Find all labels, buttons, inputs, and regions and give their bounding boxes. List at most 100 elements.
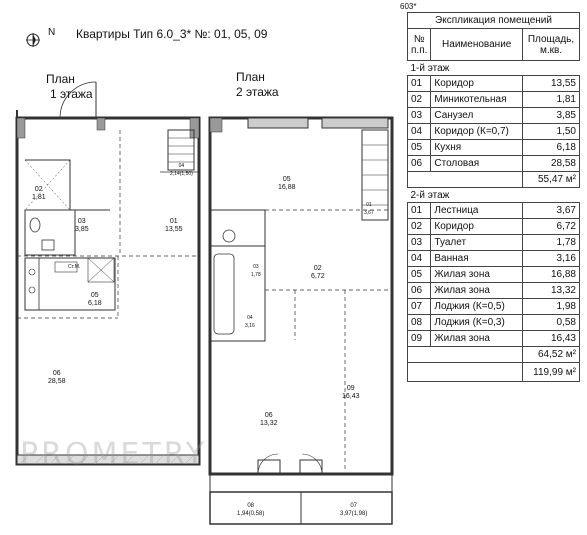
room-area: 1,81 bbox=[32, 194, 46, 201]
room-area: 6,18 bbox=[88, 300, 102, 307]
floor1-total: 55,47 м² bbox=[522, 171, 580, 188]
row-name: Миникотельная bbox=[430, 91, 523, 108]
row-name: Коридор (К=0,7) bbox=[430, 123, 523, 140]
room-area: 3,97(1,98) bbox=[340, 511, 368, 517]
row-num: 05 bbox=[406, 266, 432, 283]
floor2-section-title: 2-й этаж bbox=[410, 189, 450, 201]
appliance-label: Ст.М. bbox=[68, 264, 81, 270]
col-name-header: Наименование bbox=[430, 28, 523, 61]
row-name: Жилая зона bbox=[430, 330, 523, 347]
room-number: 07 bbox=[350, 503, 358, 509]
room-f2-01: 01 3,67 bbox=[364, 201, 374, 217]
row-name: Санузел bbox=[430, 107, 523, 124]
row-name: Жилая зона bbox=[430, 266, 523, 283]
room-f2-06: 06 13,32 bbox=[260, 412, 278, 428]
room-f1-02: 02 1,81 bbox=[32, 186, 46, 202]
row-area: 13,32 bbox=[522, 282, 580, 299]
room-area: 1,94(0,58) bbox=[237, 511, 265, 517]
floor1-section-title: 1-й этаж bbox=[410, 62, 450, 74]
room-area: 6,72 bbox=[311, 273, 325, 280]
room-f2-08: 08 1,94(0,58) bbox=[237, 502, 264, 518]
room-area: 3,67 bbox=[364, 210, 374, 216]
room-number: 04 bbox=[247, 315, 253, 321]
floor1-plan bbox=[15, 81, 201, 466]
floor2-label-line2: 2 этажа bbox=[236, 85, 279, 99]
row-num: 02 bbox=[406, 91, 432, 108]
floor2-label: План 2 этажа bbox=[236, 70, 279, 100]
row-num: 03 bbox=[406, 107, 432, 124]
room-f1-03: 03 3,85 bbox=[75, 218, 89, 234]
room-number: 03 bbox=[77, 218, 86, 225]
row-area: 1,78 bbox=[522, 234, 580, 251]
row-area: 1,98 bbox=[522, 298, 580, 315]
room-f2-09: 09 16,43 bbox=[342, 385, 360, 401]
row-area: 16,88 bbox=[522, 266, 580, 283]
table-title: Экспликация помещений bbox=[407, 12, 580, 29]
room-number: 05 bbox=[90, 292, 99, 299]
floor1-label-line1: План bbox=[46, 72, 75, 86]
room-number: 05 bbox=[282, 176, 291, 183]
room-area: 28,58 bbox=[48, 378, 66, 385]
room-area: 13,32 bbox=[260, 420, 278, 427]
grand-total: 119,99 м² bbox=[522, 362, 580, 382]
row-area: 3,67 bbox=[522, 202, 580, 219]
room-number: 06 bbox=[52, 370, 61, 377]
room-area: 3,85 bbox=[75, 226, 89, 233]
room-f2-05: 05 16,88 bbox=[278, 176, 296, 192]
floor2-plan bbox=[208, 116, 394, 525]
row-name: Туалет bbox=[430, 234, 523, 251]
north-label: N bbox=[48, 27, 56, 38]
room-number: 08 bbox=[247, 503, 255, 509]
room-f1-05: 05 6,18 bbox=[88, 292, 102, 308]
row-num: 01 bbox=[406, 202, 432, 219]
room-number: 06 bbox=[264, 412, 273, 419]
row-num: 04 bbox=[406, 250, 432, 267]
room-f2-04: 04 3,16 bbox=[245, 314, 255, 330]
row-name: Жилая зона bbox=[430, 282, 523, 299]
page-title: Квартиры Тип 6.0_3* №: 01, 05, 09 bbox=[76, 27, 268, 41]
room-f1-04: 04 2,14(1,50) bbox=[170, 162, 193, 178]
row-area: 1,81 bbox=[522, 91, 580, 108]
room-area: 13,55 bbox=[165, 226, 183, 233]
col-num-header: № п.п. bbox=[406, 28, 432, 61]
row-name: Ванная bbox=[430, 250, 523, 267]
room-number: 04 bbox=[178, 163, 185, 169]
room-number: 01 bbox=[169, 218, 178, 225]
row-area: 3,85 bbox=[522, 107, 580, 124]
plan-code: 603* bbox=[400, 2, 417, 11]
floor2-total: 64,52 м² bbox=[522, 346, 580, 363]
row-num: 04 bbox=[406, 123, 432, 140]
row-name: Коридор bbox=[430, 75, 523, 92]
room-number: 02 bbox=[313, 265, 322, 272]
room-f2-07: 07 3,97(1,98) bbox=[340, 502, 367, 518]
floor2-label-line1: План bbox=[236, 70, 265, 84]
room-f1-06: 06 28,58 bbox=[48, 370, 66, 386]
row-name: Столовая bbox=[430, 155, 523, 172]
room-number: 01 bbox=[366, 202, 372, 208]
row-name: Лоджия (К=0,5) bbox=[430, 298, 523, 315]
room-area: 16,43 bbox=[342, 393, 360, 400]
row-area: 6,72 bbox=[522, 218, 580, 235]
explication-table: Экспликация помещений № п.п. Наименовани… bbox=[406, 12, 580, 382]
row-area: 0,58 bbox=[522, 314, 580, 331]
room-f2-02: 02 6,72 bbox=[311, 265, 325, 281]
row-num: 09 bbox=[406, 330, 432, 347]
room-area: 1,78 bbox=[251, 272, 261, 278]
room-number: 09 bbox=[346, 385, 355, 392]
row-num: 05 bbox=[406, 139, 432, 156]
row-area: 13,55 bbox=[522, 75, 580, 92]
room-number: 02 bbox=[34, 186, 43, 193]
watermark: PROMETRY bbox=[20, 437, 207, 472]
north-compass-icon bbox=[26, 33, 40, 47]
